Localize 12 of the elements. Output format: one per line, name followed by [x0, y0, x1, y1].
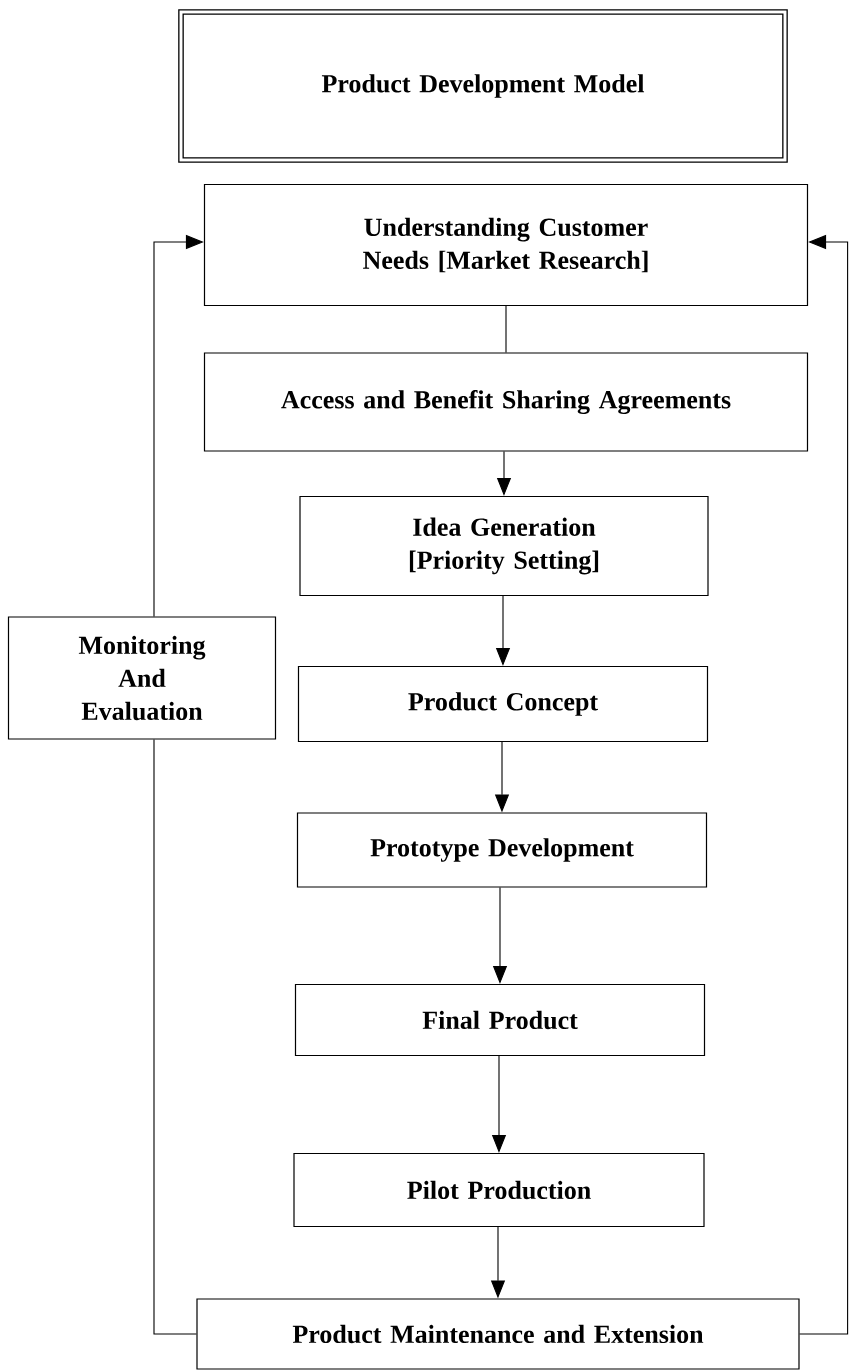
connector-line	[153, 739, 197, 1335]
connector-line	[505, 305, 507, 353]
process-box: Understanding Customer Needs [Market Research]	[203, 183, 809, 307]
title-box: Product Development Model	[178, 9, 788, 163]
process-box: Monitoring And Evaluation	[7, 616, 277, 740]
process-box: Product Maintenance and Extension	[196, 1298, 800, 1370]
process-box: Final Product	[294, 983, 706, 1057]
process-box: Prototype Development	[296, 812, 708, 888]
process-box: Access and Benefit Sharing Agreements	[203, 352, 809, 452]
process-box: Idea Generation [Priority Setting]	[299, 495, 709, 597]
process-box: Product Concept	[297, 665, 709, 743]
process-box: Pilot Production	[293, 1152, 705, 1228]
